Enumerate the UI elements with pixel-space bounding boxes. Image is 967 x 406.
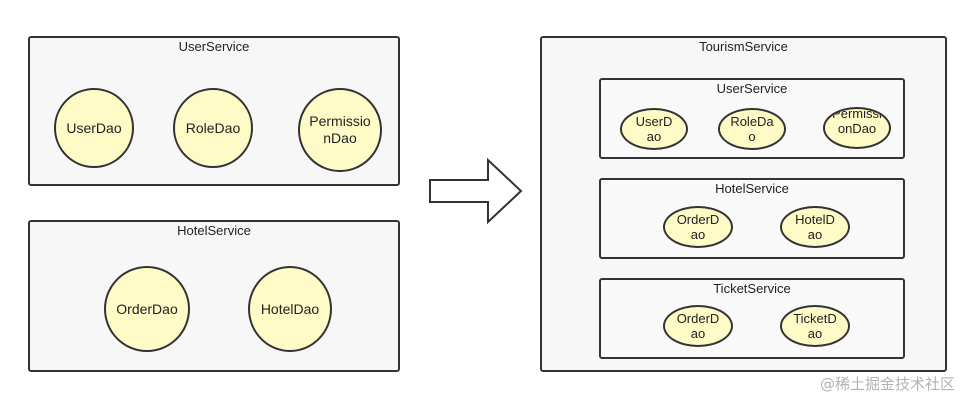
inner-roledao-label: RoleDao <box>730 114 774 144</box>
inner-hoteldao-node: HotelDao <box>780 206 850 248</box>
left-hotelservice-box: HotelService OrderDao HotelDao <box>28 220 400 372</box>
inner-permissiondao-node: PermissionDao <box>823 107 891 149</box>
inner-ticketservice-box: TicketService OrderDao TicketDao <box>599 278 905 359</box>
right-arrow-icon <box>429 158 523 224</box>
left-orderdao-label: OrderDao <box>116 300 178 317</box>
left-orderdao-node: OrderDao <box>104 266 190 352</box>
left-permissiondao-label: PermissionDao <box>309 113 371 146</box>
left-userdao-node: UserDao <box>54 88 134 168</box>
watermark: @稀土掘金技术社区 <box>819 375 955 393</box>
inner-userdao-label: UserDao <box>635 114 673 144</box>
inner-permissiondao-label: PermissionDao <box>832 107 882 136</box>
left-hotelservice-title: HotelService <box>177 223 251 238</box>
inner-orderdao-node: OrderDao <box>663 206 733 248</box>
inner-userservice-box: UserService UserDao RoleDao PermissionDa… <box>599 78 905 159</box>
inner-userservice-title: UserService <box>716 81 788 96</box>
inner-ticketdao-node: TicketDao <box>780 305 850 347</box>
inner-hoteldao-label: HotelDao <box>795 212 835 242</box>
inner-orderdao-label: OrderDao <box>676 212 720 242</box>
left-userservice-box: UserService UserDao RoleDao PermissionDa… <box>28 36 400 186</box>
inner-ticketdao-label: TicketDao <box>793 311 837 341</box>
left-permissiondao-node: PermissionDao <box>298 88 382 172</box>
inner-userdao-node: UserDao <box>620 108 688 150</box>
left-hoteldao-label: HotelDao <box>260 300 320 317</box>
tourismservice-title: TourismService <box>699 39 788 54</box>
inner-hotelservice-title: HotelService <box>715 181 789 196</box>
left-roledao-label: RoleDao <box>185 119 241 136</box>
left-roledao-node: RoleDao <box>173 88 253 168</box>
left-hoteldao-node: HotelDao <box>248 266 332 352</box>
tourismservice-box: TourismService UserService UserDao RoleD… <box>540 36 947 372</box>
inner-hotelservice-box: HotelService OrderDao HotelDao <box>599 178 905 259</box>
left-userservice-title: UserService <box>178 39 250 54</box>
inner-ticket-orderdao-label: OrderDao <box>676 311 720 341</box>
inner-roledao-node: RoleDao <box>718 108 786 150</box>
inner-ticket-orderdao-node: OrderDao <box>663 305 733 347</box>
left-userdao-label: UserDao <box>66 119 122 136</box>
inner-ticketservice-title: TicketService <box>713 281 791 296</box>
